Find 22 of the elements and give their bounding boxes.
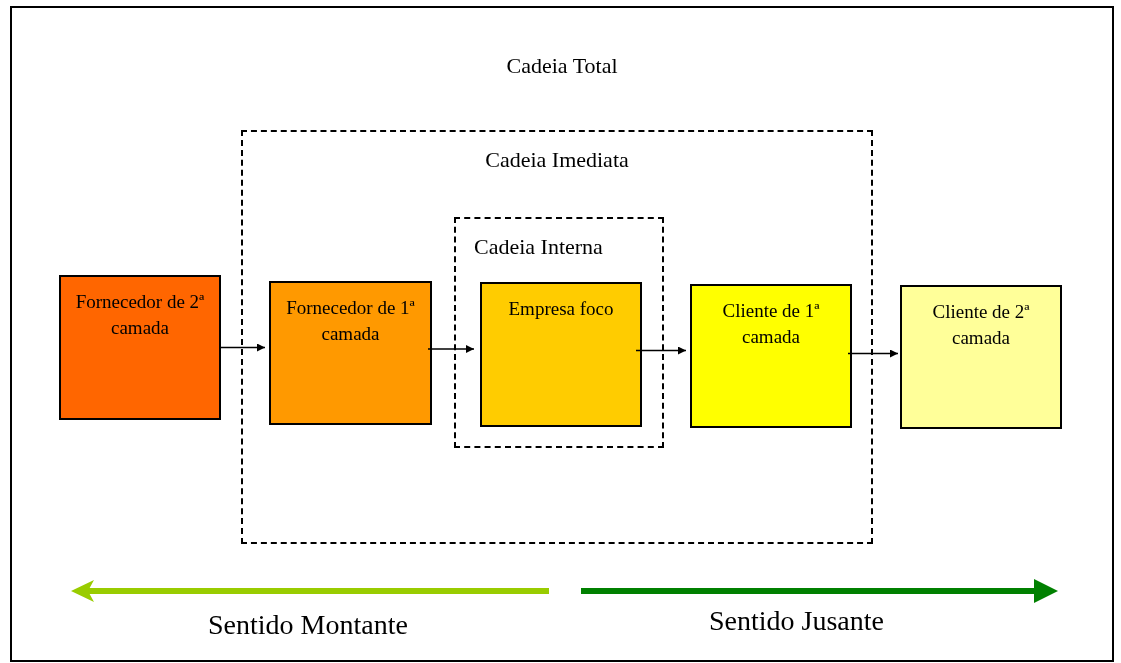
process-box bbox=[900, 285, 1062, 429]
process-box bbox=[480, 282, 642, 427]
box-label: Fornecedor de 1ª camada bbox=[285, 296, 416, 346]
process-box bbox=[59, 275, 221, 420]
direction-label: Sentido Jusante bbox=[709, 604, 884, 638]
arrow bbox=[427, 345, 475, 353]
box-label: Empresa foco bbox=[508, 297, 614, 321]
arrow bbox=[218, 343, 266, 352]
arrow bbox=[847, 349, 899, 358]
process-box bbox=[269, 281, 432, 425]
group-title: Cadeia Total bbox=[506, 52, 618, 80]
direction-label: Sentido Montante bbox=[208, 608, 408, 642]
outer-frame bbox=[10, 6, 1114, 662]
process-box bbox=[690, 284, 852, 428]
arrow bbox=[635, 346, 687, 355]
dashed-group-box bbox=[241, 130, 873, 544]
dashed-group-box bbox=[454, 217, 664, 448]
box-label: Cliente de 2ª camada bbox=[931, 300, 1031, 350]
group-title: Cadeia Imediata bbox=[485, 146, 629, 174]
box-label: Cliente de 1ª camada bbox=[721, 299, 821, 349]
box-label: Fornecedor de 2ª camada bbox=[74, 290, 206, 340]
group-title: Cadeia Interna bbox=[474, 233, 603, 261]
